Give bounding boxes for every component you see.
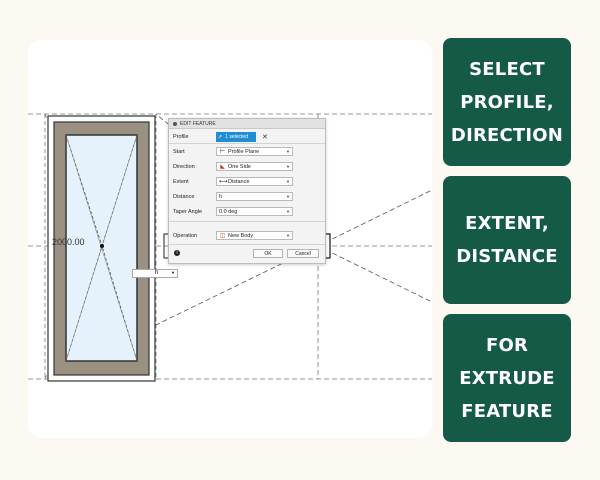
operation-label: Operation [173,232,198,239]
card-select-profile: SELECT PROFILE, DIRECTION [443,38,571,166]
direction-label: Direction [173,163,195,170]
chevron-down-icon[interactable]: ▼ [171,270,175,275]
cursor-icon: ➚ [218,133,223,140]
card-line: PROFILE, [460,91,554,113]
taper-angle-row: Taper Angle 0.0 deg ▼ [173,206,321,217]
extent-row: Extent ⟷ Distance ▼ [173,176,321,187]
chevron-down-icon: ▼ [286,164,290,169]
divider [169,221,325,222]
distance-icon: ⟷ [219,179,228,185]
one-side-icon: ◣ [220,164,225,170]
divider [169,244,325,245]
viewport-drawing [28,113,432,382]
distance-input[interactable]: h ▼ [216,192,293,201]
operation-dropdown[interactable]: ◫ New Body ▼ [216,231,293,240]
extent-value: Distance [228,178,250,185]
info-icon[interactable]: i [174,250,180,256]
collapse-icon[interactable] [173,121,177,126]
profile-value: 1 selected [225,133,248,140]
edit-feature-dialog: EDIT FEATURE Profile ➚ 1 selected ✕ Star… [168,118,326,264]
dialog-titlebar: EDIT FEATURE [169,119,325,129]
extent-label: Extent [173,178,189,185]
start-dropdown[interactable]: ⊢ Profile Plane ▼ [216,147,293,156]
distance-row: Distance h ▼ [173,191,321,202]
card-line: FOR EXTRUDE [459,334,555,389]
taper-angle-value: 0.0 deg [219,208,238,215]
chevron-down-icon: ▼ [286,194,290,199]
dimension-label: 2000.00 [52,237,85,247]
start-value: Profile Plane [228,148,260,155]
distance-value: h [219,193,223,200]
card-line: EXTENT, [465,213,549,234]
profile-label: Profile [173,133,189,140]
start-row: Start ⊢ Profile Plane ▼ [173,146,321,157]
card-extrude-feature: FOR EXTRUDE FEATURE [443,314,571,442]
chevron-down-icon: ▼ [286,149,290,154]
cancel-button[interactable]: Cancel [287,249,319,258]
card-line: DIRECTION [450,124,564,146]
operation-value: New Body [228,232,254,239]
operation-row: Operation ◫ New Body ▼ [173,230,321,241]
direction-value: One Side [228,163,251,170]
dialog-title: EDIT FEATURE [180,120,216,127]
direction-dropdown[interactable]: ◣ One Side ▼ [216,162,293,171]
start-label: Start [173,148,185,155]
card-line: FEATURE [461,400,553,422]
card-extent-distance: EXTENT, DISTANCE [443,176,571,304]
chevron-down-icon: ▼ [286,179,290,184]
profile-row: Profile ➚ 1 selected ✕ [173,131,321,142]
ok-button[interactable]: OK [253,249,283,258]
taper-angle-input[interactable]: 0.0 deg ▼ [216,207,293,216]
chevron-down-icon: ▼ [286,209,290,214]
start-plane-icon: ⊢ [219,149,226,155]
divider [169,143,325,144]
profile-select-button[interactable]: ➚ 1 selected [216,131,256,142]
cad-viewport[interactable]: 2000.00 h ▼ EDIT FEATURE Profile ➚ 1 sel… [28,40,432,438]
card-line: DISTANCE [456,246,558,267]
extent-dropdown[interactable]: ⟷ Distance ▼ [216,177,293,186]
height-input[interactable]: h ▼ [132,269,178,278]
clear-selection-icon[interactable]: ✕ [262,133,268,141]
distance-label: Distance [173,193,195,200]
new-body-icon: ◫ [219,233,226,239]
height-input-value: h [155,270,159,276]
card-line: SELECT [469,58,545,80]
direction-row: Direction ◣ One Side ▼ [173,161,321,172]
taper-angle-label: Taper Angle [173,208,203,215]
chevron-down-icon: ▼ [286,233,290,238]
